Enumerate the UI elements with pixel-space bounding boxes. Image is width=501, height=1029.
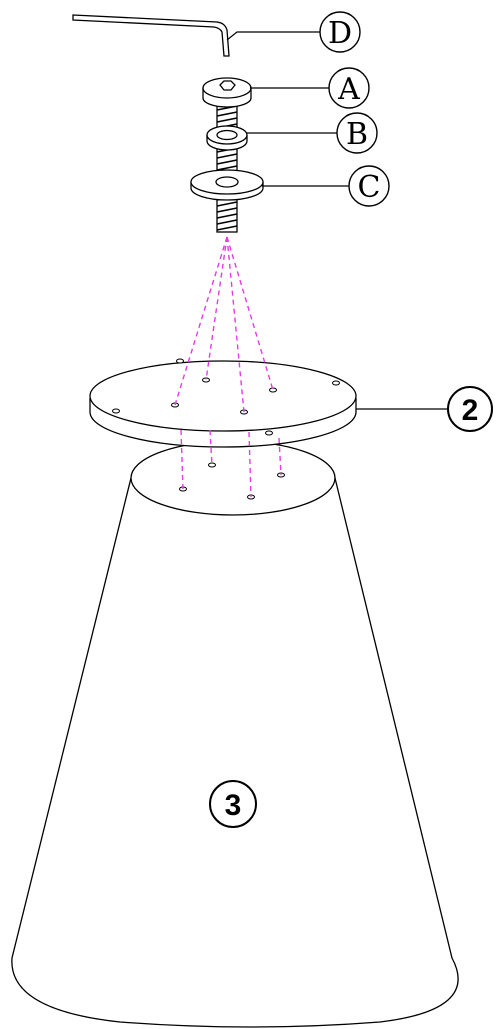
guide-line bbox=[180, 429, 184, 490]
flat-washer bbox=[190, 169, 264, 201]
callout-b: B bbox=[336, 112, 378, 154]
cone-hole bbox=[208, 462, 216, 468]
allen-key bbox=[72, 14, 230, 57]
callout-b-label: B bbox=[346, 117, 368, 152]
callout-d-label: D bbox=[328, 16, 352, 51]
callout-d: D bbox=[319, 11, 361, 53]
cone-top-face bbox=[130, 440, 336, 516]
callout-2: 2 bbox=[447, 386, 493, 432]
callout-a: A bbox=[328, 67, 370, 109]
plate-hole bbox=[176, 358, 184, 364]
plate-hole bbox=[269, 387, 277, 393]
bolt bbox=[202, 77, 252, 233]
plate-holes bbox=[112, 358, 340, 436]
cone-body bbox=[11, 477, 459, 1028]
plate-top-face bbox=[89, 360, 357, 432]
callout-c-label: C bbox=[358, 170, 381, 205]
guide-line bbox=[205, 236, 228, 381]
leader-line-d bbox=[226, 31, 320, 41]
guide-line bbox=[226, 236, 245, 413]
plate-hole bbox=[112, 408, 120, 414]
cone-holes bbox=[179, 462, 285, 500]
lock-washer bbox=[206, 125, 248, 151]
hex-socket bbox=[219, 80, 236, 91]
guide-line bbox=[174, 236, 228, 406]
callout-3: 3 bbox=[209, 780, 257, 828]
callout-a-label: A bbox=[337, 72, 360, 107]
guide-line bbox=[248, 431, 252, 498]
callout-3-label: 3 bbox=[225, 789, 242, 822]
guide-line bbox=[278, 437, 282, 476]
guide-line bbox=[209, 429, 213, 466]
leader-lines bbox=[226, 31, 448, 410]
cone-base bbox=[11, 440, 459, 1028]
top-plate bbox=[89, 360, 357, 448]
plate-hole bbox=[332, 380, 340, 386]
callout-c: C bbox=[348, 165, 390, 207]
callout-2-label: 2 bbox=[462, 394, 479, 427]
guide-lines bbox=[174, 236, 282, 498]
plate-hole bbox=[265, 430, 273, 436]
